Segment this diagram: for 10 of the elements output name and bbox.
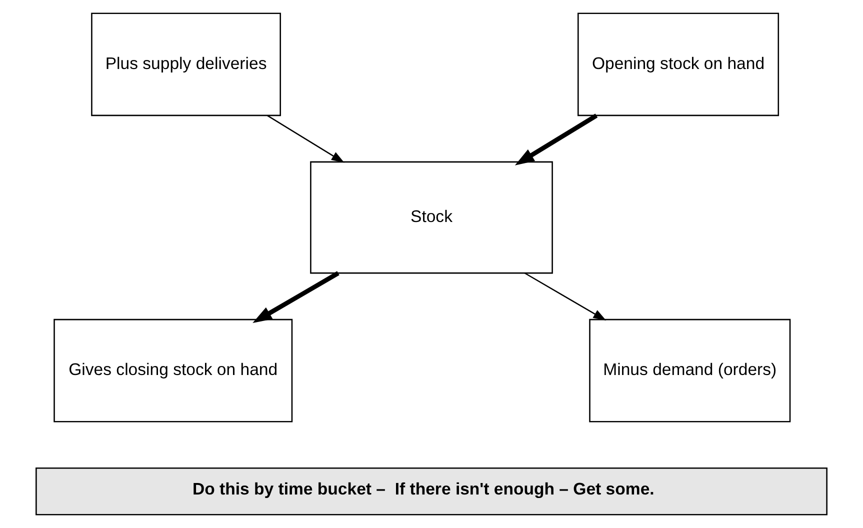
node-box: Minus demand (orders): [589, 318, 791, 422]
arrow: [267, 115, 344, 163]
node-box: Stock: [310, 161, 553, 274]
node-box: Do this by time bucket – If there isn't enough – Get some.: [36, 467, 828, 516]
arrow: [524, 272, 606, 321]
arrow: [514, 114, 598, 166]
arrow: [252, 271, 340, 323]
node-box: Opening stock on hand: [578, 12, 780, 116]
node-box: Plus supply deliveries: [91, 12, 281, 116]
node-box: Gives closing stock on hand: [54, 318, 293, 422]
